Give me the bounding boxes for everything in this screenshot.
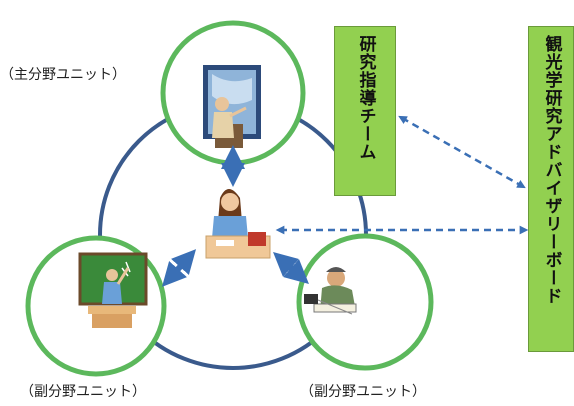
advisory-board-text: 観光学研究アドバイザリーボード [541, 35, 562, 305]
student-at-desk-icon [205, 189, 271, 259]
arrow-center-left [161, 249, 197, 287]
main-unit-label: （主分野ユニット） [0, 67, 126, 83]
teacher-at-whiteboard-icon [203, 65, 261, 148]
arrow-center-right [273, 252, 309, 284]
sub-unit-left-label: （副分野ユニット） [20, 384, 146, 400]
research-team-text: 研究指導チーム [355, 35, 376, 161]
teacher-at-chalkboard-icon [78, 252, 148, 328]
reading-man-icon [304, 267, 357, 315]
advisory-board-box: 観光学研究アドバイザリーボード [528, 26, 574, 352]
dashed-arrow-team-board [398, 115, 526, 189]
sub-unit-right-circle [296, 233, 434, 371]
research-team-box: 研究指導チーム [334, 26, 396, 196]
sub-unit-right-label: （副分野ユニット） [300, 384, 426, 400]
